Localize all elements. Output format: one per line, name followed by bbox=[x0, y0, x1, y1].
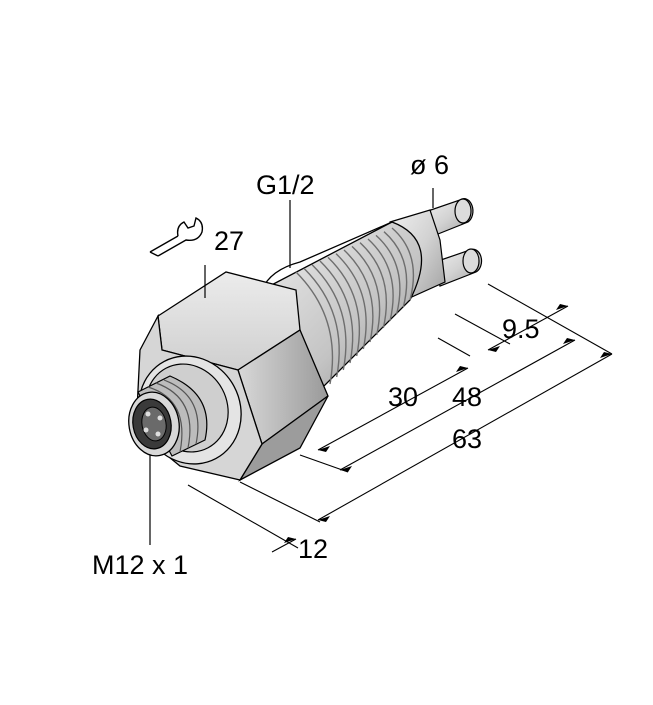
diameter-label: ø 6 bbox=[410, 150, 450, 180]
dimension-arrows bbox=[284, 304, 612, 543]
connector-label: M12 x 1 bbox=[92, 550, 189, 580]
m12-connector bbox=[128, 375, 208, 457]
thread-groove bbox=[319, 260, 354, 364]
dimension-63-label: 63 bbox=[452, 424, 483, 454]
thread-groove bbox=[383, 231, 408, 308]
thread-groove bbox=[391, 227, 415, 301]
thread-groove bbox=[359, 242, 387, 329]
wrench-size-label: 27 bbox=[214, 226, 245, 256]
dimension-9-5-label: 9.5 bbox=[502, 314, 540, 344]
thread-label: G1/2 bbox=[256, 170, 315, 200]
wrench-icon bbox=[149, 216, 204, 257]
thread-groove bbox=[343, 249, 374, 343]
thread-groove bbox=[335, 253, 367, 350]
thread-groove bbox=[327, 256, 360, 357]
thread-groove bbox=[351, 245, 381, 336]
thread-groove bbox=[303, 267, 340, 378]
thread-groove bbox=[367, 238, 394, 322]
dimension-12-label: 12 bbox=[298, 534, 329, 564]
dimension-48-label: 48 bbox=[452, 382, 483, 412]
dimension-30-label: 30 bbox=[388, 382, 419, 412]
thread-groove bbox=[295, 271, 334, 385]
dimension-lines bbox=[187, 283, 613, 553]
leader-lines bbox=[149, 188, 434, 545]
thread-groove bbox=[375, 234, 401, 315]
thread-groove bbox=[311, 264, 347, 371]
